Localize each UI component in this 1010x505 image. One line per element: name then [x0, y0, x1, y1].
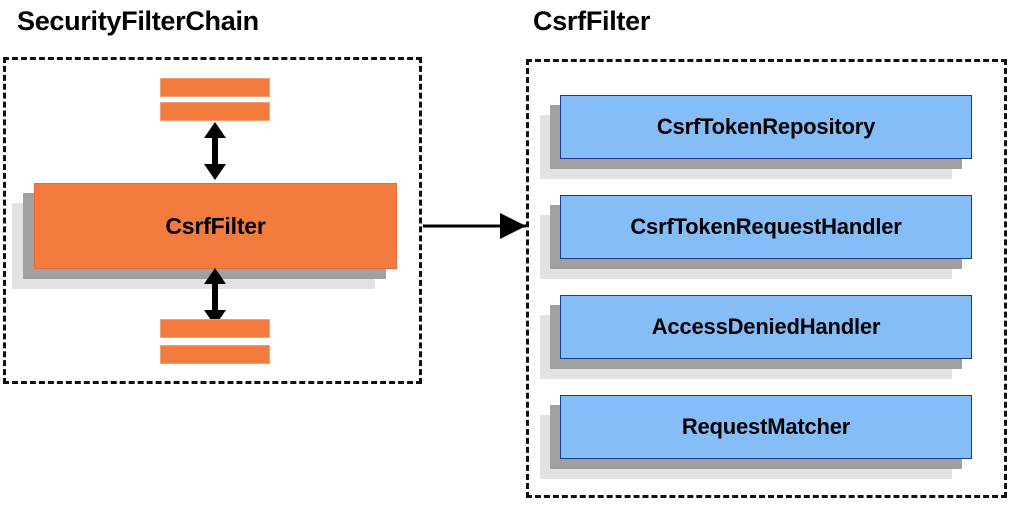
filter-bar-above-2	[160, 102, 270, 121]
security-filter-chain-container	[3, 57, 422, 384]
expand-arrow	[423, 213, 526, 239]
collaborator-card-request-matcher[interactable]: RequestMatcher	[540, 395, 992, 479]
csrf-filter-container	[526, 59, 1007, 498]
security-filter-chain-title: SecurityFilterChain	[17, 6, 259, 36]
collaborator-label: CsrfTokenRepository	[656, 114, 876, 139]
card-face[interactable]: CsrfFilter	[34, 183, 397, 269]
filter-bar-above-1	[160, 78, 270, 97]
bidirectional-arrow-above	[200, 122, 230, 180]
collaborator-card-access-denied-handler[interactable]: AccessDeniedHandler	[540, 295, 992, 379]
collaborator-label: CsrfTokenRequestHandler	[630, 214, 902, 239]
bidirectional-arrow-below	[200, 268, 230, 326]
csrf-filter-card-label: CsrfFilter	[165, 212, 266, 239]
card-face[interactable]: RequestMatcher	[560, 395, 972, 459]
csrf-filter-title: CsrfFilter	[533, 6, 651, 36]
collaborator-label: AccessDeniedHandler	[651, 314, 881, 339]
card-face[interactable]: AccessDeniedHandler	[560, 295, 972, 359]
filter-bar-below-2	[160, 345, 270, 364]
collaborator-card-csrf-token-repository[interactable]: CsrfTokenRepository	[540, 95, 992, 179]
collaborator-card-csrf-token-request-handler[interactable]: CsrfTokenRequestHandler	[540, 195, 992, 279]
card-face[interactable]: CsrfTokenRepository	[560, 95, 972, 159]
card-face[interactable]: CsrfTokenRequestHandler	[560, 195, 972, 259]
filter-bar-below-1	[160, 319, 270, 338]
collaborator-label: RequestMatcher	[681, 414, 851, 439]
